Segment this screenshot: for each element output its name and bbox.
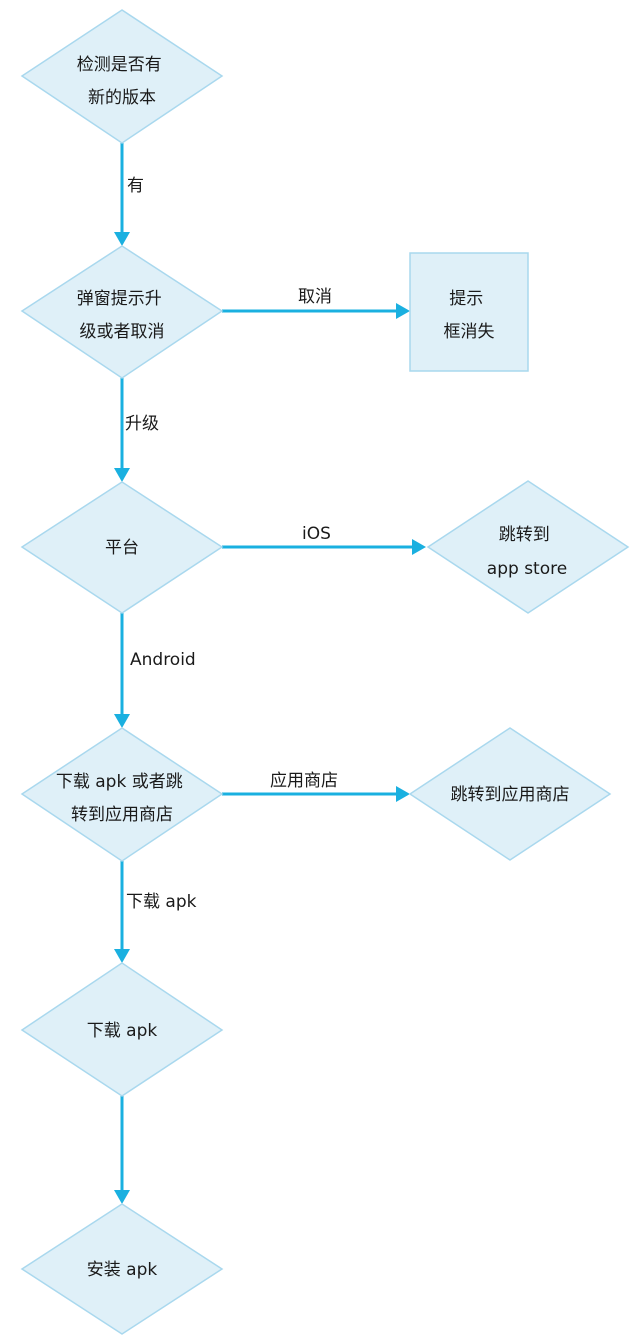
arrow-head-icon <box>396 786 410 802</box>
arrow-head-icon <box>114 468 130 482</box>
node-install-apk: 安装 apk <box>20 1203 224 1335</box>
node-line: 跳转到应用商店 <box>451 785 570 805</box>
edge-upgrade: 升级 <box>114 378 159 482</box>
node-goto-market: 跳转到应用商店 <box>408 727 612 861</box>
edge-app-market: 应用商店 <box>222 771 410 802</box>
decision-download-or-store: 下载 apk 或者跳 转到应用商店 <box>20 727 224 862</box>
decision-diamond <box>426 480 630 614</box>
edge-android: Android <box>114 613 196 728</box>
arrow-head-icon <box>114 1190 130 1204</box>
edge-has-update: 有 <box>114 143 144 246</box>
decision-diamond <box>20 9 224 144</box>
node-line: 下载 apk <box>87 1021 158 1041</box>
edge-label-download: 下载 apk <box>126 892 197 912</box>
svg-text:下载 apk 或者跳 转到应用商店: 下载 apk 或者跳 转到应用商店 <box>56 772 188 825</box>
svg-text:弹窗提示升 级或者取消: 弹窗提示升 级或者取消 <box>77 289 167 342</box>
arrow-head-icon <box>114 949 130 963</box>
edge-label-upgrade: 升级 <box>125 414 159 434</box>
node-line: 转到应用商店 <box>71 805 173 825</box>
node-line: 下载 apk 或者跳 <box>56 772 183 792</box>
svg-text:跳转到应用商店: 跳转到应用商店 <box>451 785 570 805</box>
edge-cancel: 取消 <box>222 287 410 319</box>
arrow-head-icon <box>396 303 410 319</box>
decision-check-version: 检测是否有 新的版本 <box>20 9 224 144</box>
decision-diamond <box>20 1203 224 1335</box>
node-line: 跳转到 <box>499 525 550 545</box>
node-download-apk: 下载 apk <box>20 962 224 1097</box>
svg-text:检测是否有 新的版本: 检测是否有 新的版本 <box>77 55 167 108</box>
svg-text:跳转到 app store: 跳转到 app store <box>487 525 567 579</box>
decision-diamond <box>20 962 224 1097</box>
process-box <box>409 252 529 372</box>
node-line: 检测是否有 <box>77 55 162 75</box>
process-dialog-dismiss: 提示 框消失 <box>409 252 529 372</box>
node-line: 平台 <box>105 538 139 558</box>
node-line: 提示 <box>449 289 483 309</box>
node-line: app store <box>487 559 567 579</box>
node-line: 安装 apk <box>87 1260 158 1280</box>
node-line: 级或者取消 <box>80 322 165 342</box>
svg-text:提示 框消失: 提示 框消失 <box>444 289 495 342</box>
edge-label-cancel: 取消 <box>298 287 332 307</box>
edges: 有 取消 升级 iOS Android <box>114 143 426 1204</box>
edge-install <box>114 1096 130 1204</box>
arrow-head-icon <box>114 232 130 246</box>
node-line: 框消失 <box>444 322 495 342</box>
node-goto-app-store: 跳转到 app store <box>426 480 630 614</box>
node-line: 弹窗提示升 <box>77 289 162 309</box>
edge-label-ios: iOS <box>302 524 331 544</box>
arrow-head-icon <box>412 539 426 555</box>
svg-text:安装 apk: 安装 apk <box>87 1260 158 1280</box>
edge-download: 下载 apk <box>114 861 197 963</box>
svg-text:下载 apk: 下载 apk <box>87 1021 158 1041</box>
svg-text:平台: 平台 <box>105 538 139 558</box>
edge-label-android: Android <box>130 650 196 670</box>
edge-ios: iOS <box>222 524 426 555</box>
decision-diamond <box>408 727 612 861</box>
arrow-head-icon <box>114 714 130 728</box>
decision-diamond <box>20 481 224 614</box>
decision-platform: 平台 <box>20 481 224 614</box>
node-line: 新的版本 <box>88 88 156 108</box>
edge-label-has-update: 有 <box>127 176 144 196</box>
decision-diamond <box>20 245 224 379</box>
nodes: 检测是否有 新的版本 弹窗提示升 级或者取消 提示 框消失 平台 <box>20 9 630 1335</box>
decision-diamond <box>20 727 224 862</box>
decision-prompt-dialog: 弹窗提示升 级或者取消 <box>20 245 224 379</box>
edge-label-app-market: 应用商店 <box>270 771 338 791</box>
